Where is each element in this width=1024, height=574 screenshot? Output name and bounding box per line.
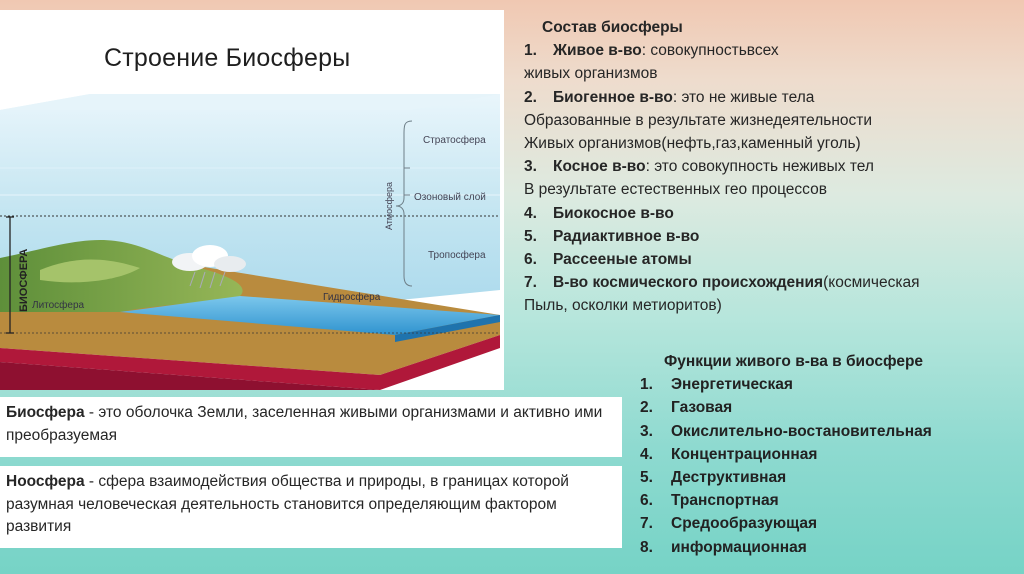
land-hill — [40, 259, 140, 283]
function-item-6: 6.Транспортная — [640, 492, 779, 510]
stratosphere-label: Стратосфера — [423, 134, 486, 146]
functions-heading: Функции живого в-ва в биосфере — [664, 353, 924, 370]
function-item-8: 8.информационная — [640, 538, 807, 556]
function-item-2: 2.Газовая — [640, 399, 733, 417]
cloud-icon — [172, 245, 246, 289]
biosphere-definition: Биосфера - это оболочка Земли, заселенна… — [0, 397, 622, 457]
composition-item-5: 5.Радиактивное в-во — [524, 227, 700, 245]
composition-item-2: 2.Биогенное в-во: это не живые тела — [524, 88, 815, 106]
hydrosphere-surface — [120, 296, 500, 335]
biosphere-diagram-panel: Строение Биосферы — [0, 10, 504, 390]
crust-front-face — [0, 362, 380, 390]
noosphere-definition-text: - сфера взаимодействия общества и природ… — [6, 473, 569, 535]
composition-list: Состав биосферы 1.Живое в-во: совокупнос… — [524, 16, 1014, 318]
ozone-label: Озоновый слой — [414, 192, 486, 203]
function-item-4: 4.Концентрационная — [640, 445, 818, 463]
composition-item-2-line3: Живых организмов(нефть,газ,каменный угол… — [524, 135, 861, 153]
composition-item-2-line2: Образованные в результате жизнедеятельно… — [524, 111, 873, 129]
function-item-1: 1.Энергетическая — [640, 376, 793, 394]
hydrosphere-label: Гидросфера — [323, 291, 381, 303]
composition-item-3-line2: В результате естественных гео процессов — [524, 181, 827, 199]
noosphere-definition: Ноосфера - сфера взаимодействия общества… — [0, 466, 622, 548]
function-item-5: 5.Деструктивная — [640, 469, 787, 487]
function-item-3: 3.Окислительно-востановительная — [640, 422, 932, 440]
atmosphere-label: Атмосфера — [384, 182, 394, 230]
composition-item-3: 3.Косное в-во: это совокупность неживых … — [524, 158, 874, 176]
biosphere-definition-text: - это оболочка Земли, заселенная живыми … — [6, 404, 603, 444]
crust-layer — [0, 335, 500, 390]
functions-list: Функции живого в-ва в биосфере 1.Энергет… — [640, 350, 1020, 559]
composition-item-4: 4.Биокосное в-во — [524, 204, 674, 222]
composition-item-6: 6.Рассееные атомы — [524, 251, 692, 269]
composition-item-7: 7.В-во космического происхождения(космич… — [524, 274, 920, 292]
composition-item-1: 1.Живое в-во: совокупностьвсех — [524, 42, 779, 60]
noosphere-term: Ноосфера — [6, 473, 85, 490]
atmosphere-brace — [395, 120, 413, 287]
atmosphere-top-face — [0, 94, 500, 110]
lithosphere-label: Литосфера — [32, 299, 85, 311]
diagram-title: Строение Биосферы — [104, 44, 351, 72]
composition-item-1-line2: живых организмов — [524, 65, 658, 83]
hydrosphere-front — [395, 315, 500, 342]
composition-item-7-line2: Пыль, осколки метиоритов) — [524, 297, 722, 315]
composition-heading: Состав биосферы — [542, 19, 683, 36]
biosphere-label: БИОСФЕРА — [18, 249, 30, 312]
function-item-7: 7.Средообразующая — [640, 515, 818, 533]
biosphere-term: Биосфера — [6, 404, 85, 421]
land-surface — [0, 240, 243, 312]
troposphere-label: Тропосфера — [428, 249, 486, 261]
biosphere-structure-diagram: Стратосфера Озоновый слой Тропосфера Атм… — [0, 94, 500, 390]
